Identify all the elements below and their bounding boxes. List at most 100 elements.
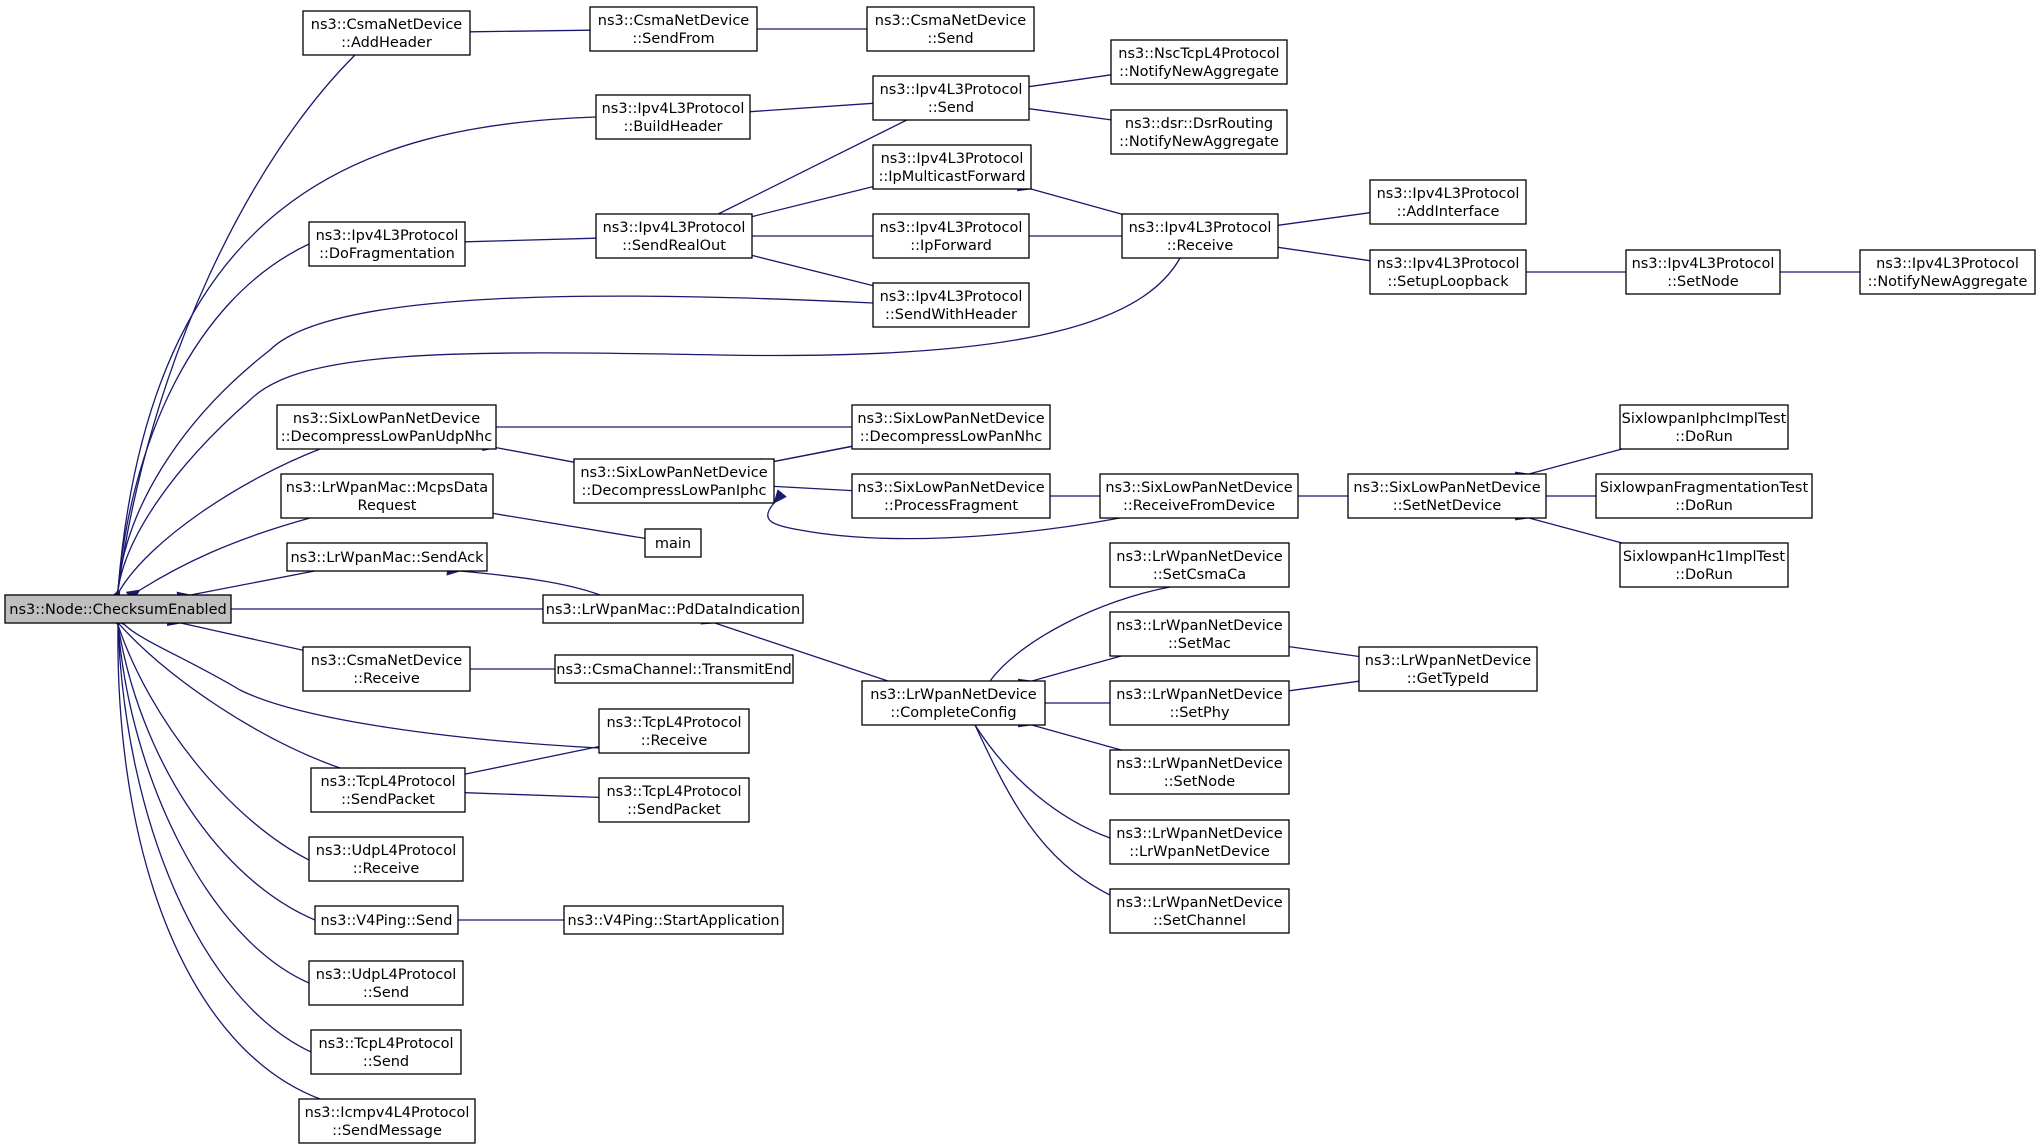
node-six_setnetdev[interactable]: ns3::SixLowPanNetDevice::SetNetDevice	[1347, 473, 1547, 519]
node-label-line: ns3::Ipv4L3Protocol	[1632, 256, 1775, 272]
node-ipv4_setnode[interactable]: ns3::Ipv4L3Protocol::SetNode	[1625, 249, 1781, 295]
edge-root-to-icmp_sendmessage	[112, 611, 321, 1100]
node-box	[310, 1029, 462, 1075]
node-v4ping_send[interactable]: ns3::V4Ping::Send	[314, 905, 459, 935]
edge-ipv4_buildheader-to-ipv4_send	[736, 102, 874, 119]
node-box	[286, 542, 488, 572]
node-tcp_send[interactable]: ns3::TcpL4Protocol::Send	[310, 1029, 462, 1075]
node-lrdev_setnode[interactable]: ns3::LrWpanNetDevice::SetNode	[1109, 749, 1290, 795]
node-label-line: ::DoRun	[1675, 567, 1733, 583]
node-tcp_receive[interactable]: ns3::TcpL4Protocol::Receive	[598, 708, 750, 754]
edge-six_udpnhc-to-six_iphc	[482, 439, 575, 463]
node-udp_receive[interactable]: ns3::UdpL4Protocol::Receive	[308, 836, 464, 882]
node-label-line: SixlowpanHc1ImplTest	[1623, 549, 1785, 565]
node-six_recvfromdev[interactable]: ns3::SixLowPanNetDevice::ReceiveFromDevi…	[1099, 473, 1299, 519]
node-label-line: ::DecompressLowPanUdpNhc	[281, 429, 492, 445]
node-ipv4_sendrealout[interactable]: ns3::Ipv4L3Protocol::SendRealOut	[595, 213, 753, 259]
node-label-line: ::DoRun	[1675, 429, 1733, 445]
node-lrdev_gettypeid[interactable]: ns3::LrWpanNetDevice::GetTypeId	[1358, 646, 1538, 692]
node-label-line: ns3::LrWpanNetDevice	[870, 687, 1037, 703]
node-test_iphc[interactable]: SixlowpanIphcImplTest::DoRun	[1619, 404, 1789, 450]
node-v4ping_start[interactable]: ns3::V4Ping::StartApplication	[563, 905, 784, 935]
node-label-line: ::SetPhy	[1169, 705, 1230, 721]
node-dsr_notify[interactable]: ns3::dsr::DsrRouting::NotifyNewAggregate	[1110, 109, 1288, 155]
edge-lrdev_completeconfig-to-lrdev_setnode	[1017, 715, 1122, 751]
node-box	[1110, 39, 1288, 85]
node-ipv4_dofrag[interactable]: ns3::Ipv4L3Protocol::DoFragmentation	[308, 221, 466, 267]
node-ipv4_sendwithheader[interactable]: ns3::Ipv4L3Protocol::SendWithHeader	[872, 282, 1030, 328]
node-test_hc1[interactable]: SixlowpanHc1ImplTest::DoRun	[1619, 542, 1789, 588]
node-label-line: ::Send	[927, 31, 973, 47]
node-label-line: ns3::dsr::DsrRouting	[1125, 116, 1273, 132]
node-label-line: ns3::Ipv4L3Protocol	[880, 289, 1023, 305]
node-box	[872, 213, 1030, 259]
node-lrdev_ctor[interactable]: ns3::LrWpanNetDevice::LrWpanNetDevice	[1109, 819, 1290, 865]
node-box	[866, 6, 1035, 52]
node-box	[595, 94, 751, 140]
node-csma_receive[interactable]: ns3::CsmaNetDevice::Receive	[302, 646, 471, 692]
node-lrdev_setphy[interactable]: ns3::LrWpanNetDevice::SetPhy	[1109, 680, 1290, 726]
node-six_nhc[interactable]: ns3::SixLowPanNetDevice::DecompressLowPa…	[851, 404, 1051, 450]
node-box	[1369, 179, 1527, 225]
node-box	[1109, 542, 1290, 588]
node-label-line: ns3::Ipv4L3Protocol	[881, 151, 1024, 167]
node-label-line: ns3::Ipv4L3Protocol	[1876, 256, 2019, 272]
node-box	[298, 1098, 476, 1144]
node-ipv4_notify[interactable]: ns3::Ipv4L3Protocol::NotifyNewAggregate	[1859, 249, 2036, 295]
node-label-line: ns3::LrWpanMac::McpsData	[286, 480, 488, 496]
node-csma_addheader[interactable]: ns3::CsmaNetDevice::AddHeader	[302, 10, 471, 56]
node-ipv4_addinterface[interactable]: ns3::Ipv4L3Protocol::AddInterface	[1369, 179, 1527, 225]
node-label-line: ::IpForward	[910, 238, 992, 254]
node-nsctcp_notify[interactable]: ns3::NscTcpL4Protocol::NotifyNewAggregat…	[1110, 39, 1288, 85]
node-tcp_sendpacket[interactable]: ns3::TcpL4Protocol::SendPacket	[310, 767, 466, 813]
node-ipv4_send[interactable]: ns3::Ipv4L3Protocol::Send	[872, 75, 1030, 121]
node-label-line: ::LrWpanNetDevice	[1129, 844, 1270, 860]
node-lrdev_completeconfig[interactable]: ns3::LrWpanNetDevice::CompleteConfig	[861, 680, 1046, 726]
node-lrmac_pddata[interactable]: ns3::LrWpanMac::PdDataIndication	[542, 594, 804, 624]
node-six_procfrag[interactable]: ns3::SixLowPanNetDevice::ProcessFragment	[851, 473, 1051, 519]
node-box	[1109, 749, 1290, 795]
node-label-line: ns3::TcpL4Protocol	[606, 715, 741, 731]
node-box	[872, 144, 1032, 190]
node-label-line: ns3::Ipv4L3Protocol	[1377, 256, 1520, 272]
node-six_udpnhc[interactable]: ns3::SixLowPanNetDevice::DecompressLowPa…	[276, 404, 497, 450]
node-ipv4_setuploopback[interactable]: ns3::Ipv4L3Protocol::SetupLoopback	[1369, 249, 1527, 295]
node-tcp_sendpacket2[interactable]: ns3::TcpL4Protocol::SendPacket	[598, 777, 750, 823]
node-lrmac_sendack[interactable]: ns3::LrWpanMac::SendAck	[286, 542, 488, 572]
node-csmach_txend[interactable]: ns3::CsmaChannel::TransmitEnd	[554, 654, 794, 684]
node-label-line: ns3::Icmpv4L4Protocol	[305, 1105, 470, 1121]
node-box	[302, 10, 471, 56]
node-label-line: ::CompleteConfig	[890, 705, 1016, 721]
node-lrdev_setcsmaca[interactable]: ns3::LrWpanNetDevice::SetCsmaCa	[1109, 542, 1290, 588]
node-csma_send[interactable]: ns3::CsmaNetDevice::Send	[866, 6, 1035, 52]
node-label-line: ns3::LrWpanNetDevice	[1116, 549, 1283, 565]
edge-root-to-tcp_receive	[111, 611, 600, 749]
edge-ipv4_ipmulticast-to-ipv4_receive	[1016, 179, 1123, 215]
node-ipv4_ipmulticast[interactable]: ns3::Ipv4L3Protocol::IpMulticastForward	[872, 144, 1032, 190]
node-label-line: ::SetMac	[1168, 636, 1231, 652]
node-label-line: ns3::CsmaChannel::TransmitEnd	[556, 662, 791, 678]
node-label-line: ::SetupLoopback	[1387, 274, 1509, 290]
node-label-line: SixlowpanFragmentationTest	[1600, 480, 1809, 496]
node-ipv4_ipforward[interactable]: ns3::Ipv4L3Protocol::IpForward	[872, 213, 1030, 259]
node-ipv4_receive[interactable]: ns3::Ipv4L3Protocol::Receive	[1121, 213, 1279, 259]
node-ipv4_buildheader[interactable]: ns3::Ipv4L3Protocol::BuildHeader	[595, 94, 751, 140]
node-label-line: ns3::SixLowPanNetDevice	[1353, 480, 1540, 496]
node-icmp_sendmessage[interactable]: ns3::Icmpv4L4Protocol::SendMessage	[298, 1098, 476, 1144]
node-test_frag[interactable]: SixlowpanFragmentationTest::DoRun	[1595, 473, 1813, 519]
node-lrdev_setchannel[interactable]: ns3::LrWpanNetDevice::SetChannel	[1109, 888, 1290, 934]
node-csma_sendfrom[interactable]: ns3::CsmaNetDevice::SendFrom	[589, 6, 758, 52]
node-udp_send[interactable]: ns3::UdpL4Protocol::Send	[308, 960, 464, 1006]
node-root[interactable]: ns3::Node::ChecksumEnabled	[4, 594, 232, 624]
edge-ipv4_send-to-nsctcp_notify	[1015, 74, 1112, 95]
node-label-line: ::AddInterface	[1397, 204, 1500, 220]
edge-tcp_sendpacket-to-tcp_receive	[451, 745, 600, 783]
edge-lrmac_pddata-to-lrdev_completeconfig	[700, 613, 889, 682]
node-box	[598, 708, 750, 754]
node-label-line: ::DoRun	[1675, 498, 1733, 514]
node-six_iphc[interactable]: ns3::SixLowPanNetDevice::DecompressLowPa…	[573, 458, 775, 504]
node-lrdev_setmac[interactable]: ns3::LrWpanNetDevice::SetMac	[1109, 611, 1290, 657]
node-main[interactable]: main	[644, 528, 702, 558]
node-label-line: ns3::LrWpanNetDevice	[1116, 895, 1283, 911]
